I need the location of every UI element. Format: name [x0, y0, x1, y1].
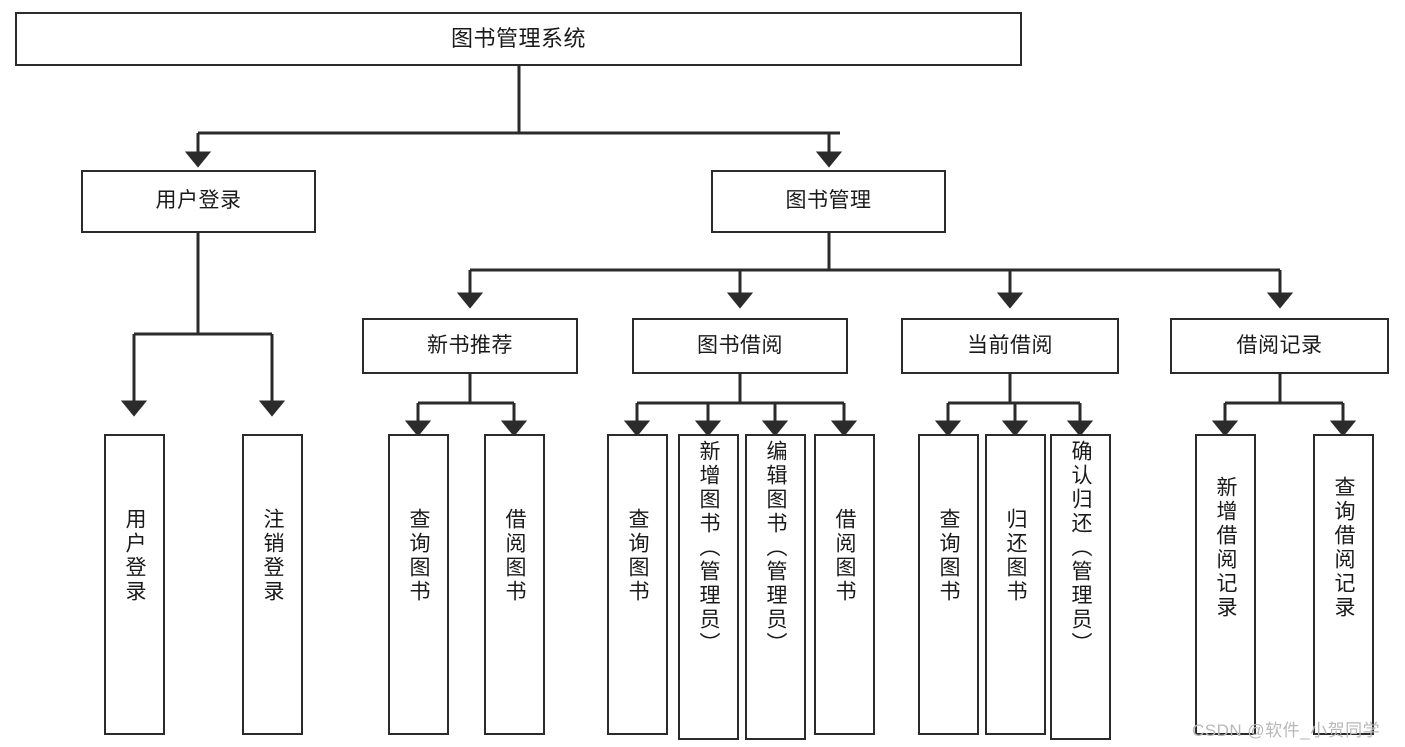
node-label: 查询借阅记录 [1332, 476, 1355, 620]
node-book-management[interactable]: 图书管理 [711, 170, 946, 233]
leaf-user-login-signin[interactable]: 用户登录 [104, 434, 165, 735]
leaf-new-book-borrow[interactable]: 借阅图书 [484, 434, 545, 735]
node-label: 借阅图书 [833, 508, 856, 604]
leaf-borrow-add-book-admin[interactable]: 新增图书（管理员） [678, 434, 739, 740]
leaf-current-confirm-return-admin[interactable]: 确认归还（管理员） [1050, 434, 1111, 740]
node-user-login[interactable]: 用户登录 [81, 170, 316, 233]
node-label: 注销登录 [261, 508, 284, 604]
node-label: 归还图书 [1004, 508, 1027, 604]
leaf-current-query-book[interactable]: 查询图书 [918, 434, 979, 735]
node-label: 借阅图书 [503, 508, 526, 604]
node-label: 查询图书 [407, 508, 430, 604]
node-label: 新增图书（管理员） [697, 440, 720, 656]
node-label: 编辑图书（管理员） [764, 440, 787, 656]
node-label: 借阅记录 [1236, 333, 1323, 357]
leaf-borrow-query-book[interactable]: 查询图书 [607, 434, 668, 735]
leaf-user-login-signout[interactable]: 注销登录 [242, 434, 303, 735]
node-book-borrow[interactable]: 图书借阅 [632, 318, 848, 374]
node-label: 当前借阅 [967, 333, 1053, 357]
leaf-new-book-query[interactable]: 查询图书 [388, 434, 449, 735]
node-label: 图书管理 [785, 189, 872, 213]
node-label: 用户登录 [123, 508, 146, 604]
node-label: 用户登录 [155, 189, 242, 213]
leaf-record-add[interactable]: 新增借阅记录 [1195, 434, 1256, 735]
leaf-borrow-edit-book-admin[interactable]: 编辑图书（管理员） [745, 434, 806, 740]
leaf-borrow-borrow-book[interactable]: 借阅图书 [814, 434, 875, 735]
node-label: 确认归还（管理员） [1069, 440, 1092, 656]
node-label: 新书推荐 [427, 333, 513, 357]
leaf-record-query[interactable]: 查询借阅记录 [1313, 434, 1374, 735]
node-root-system[interactable]: 图书管理系统 [15, 12, 1022, 66]
node-borrow-record[interactable]: 借阅记录 [1170, 318, 1389, 374]
leaf-current-return-book[interactable]: 归还图书 [985, 434, 1046, 735]
watermark-text: CSDN @软件_小贺同学 [1192, 721, 1381, 740]
node-label: 查询图书 [626, 508, 649, 604]
node-label: 图书借阅 [697, 333, 783, 357]
node-label: 查询图书 [937, 508, 960, 604]
node-current-borrow[interactable]: 当前借阅 [901, 318, 1119, 374]
node-new-book-recommend[interactable]: 新书推荐 [362, 318, 578, 374]
node-label: 新增借阅记录 [1214, 476, 1237, 620]
node-label: 图书管理系统 [450, 26, 586, 52]
